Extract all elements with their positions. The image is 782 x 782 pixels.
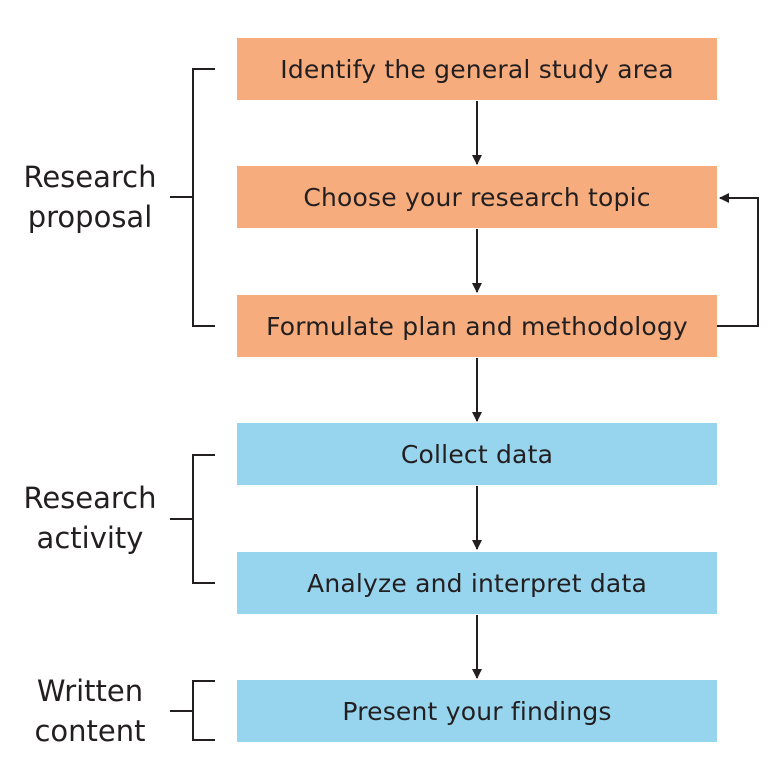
step-formulate-plan: Formulate plan and methodology	[237, 295, 717, 357]
group-label-written-content: Written content	[10, 671, 170, 751]
feedback-loop-arrow	[717, 193, 759, 327]
bracket-written-content	[170, 680, 215, 741]
group-label-line: content	[34, 714, 146, 748]
group-label-research-activity: Research activity	[10, 478, 170, 558]
group-label-line: Research	[23, 160, 157, 194]
step-choose-topic: Choose your research topic	[237, 166, 717, 228]
step-label: Formulate plan and methodology	[266, 311, 688, 341]
step-label: Present your findings	[342, 696, 612, 726]
step-label: Identify the general study area	[280, 54, 674, 84]
group-label-line: Written	[36, 674, 144, 708]
step-collect-data: Collect data	[237, 423, 717, 485]
group-label-line: activity	[36, 521, 144, 555]
bracket-research-activity	[170, 454, 215, 584]
step-label: Analyze and interpret data	[307, 568, 647, 598]
bracket-research-proposal	[170, 68, 215, 327]
group-label-research-proposal: Research proposal	[10, 157, 170, 237]
step-analyze-data: Analyze and interpret data	[237, 552, 717, 614]
step-present-findings: Present your findings	[237, 680, 717, 742]
group-label-line: Research	[23, 481, 157, 515]
group-label-line: proposal	[27, 200, 153, 234]
step-identify-study-area: Identify the general study area	[237, 38, 717, 100]
step-label: Collect data	[400, 439, 554, 469]
step-label: Choose your research topic	[303, 182, 651, 212]
